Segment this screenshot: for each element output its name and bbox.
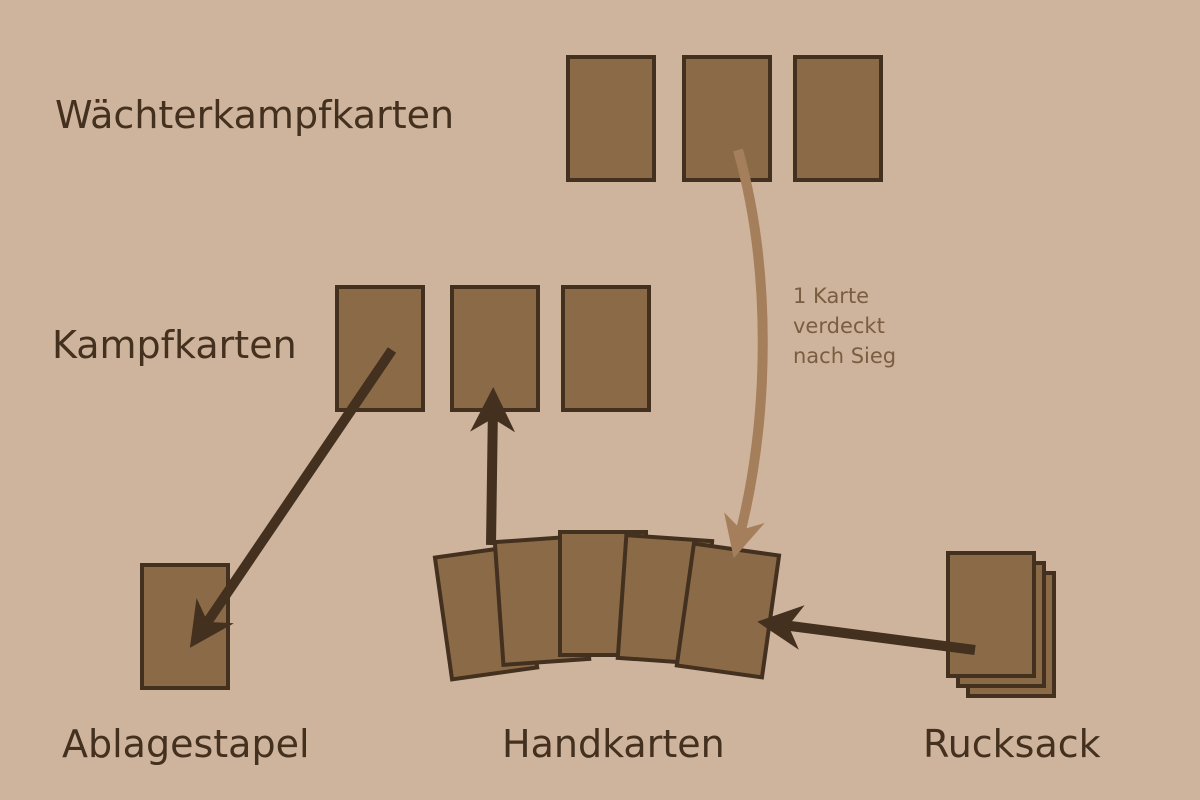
battle-cards-row bbox=[335, 285, 651, 412]
annotation-line-1: 1 Karte bbox=[793, 284, 869, 308]
discard-pile-card bbox=[140, 563, 230, 690]
hand-card bbox=[674, 541, 782, 680]
annotation-line-3: nach Sieg bbox=[793, 344, 896, 368]
battle-card bbox=[450, 285, 540, 412]
reward-annotation: 1 Karte verdeckt nach Sieg bbox=[793, 284, 896, 368]
annotation-line-2: verdeckt bbox=[793, 314, 885, 338]
hand-cards-label: Handkarten bbox=[502, 722, 725, 766]
discard-pile-label: Ablagestapel bbox=[62, 722, 310, 766]
guard-card bbox=[793, 55, 883, 182]
draw-from-backpack-arrow bbox=[757, 605, 976, 655]
backpack-stack bbox=[946, 551, 1056, 698]
battle-card bbox=[335, 285, 425, 412]
backpack-label: Rucksack bbox=[923, 722, 1101, 766]
play-card-arrow bbox=[470, 387, 516, 546]
guard-cards-label: Wächterkampfkarten bbox=[55, 93, 454, 137]
guard-cards-row bbox=[566, 55, 883, 182]
backpack-card bbox=[946, 551, 1036, 678]
battle-cards-label: Kampfkarten bbox=[52, 323, 297, 367]
to-discard-arrow bbox=[189, 347, 397, 648]
battle-card bbox=[561, 285, 651, 412]
guard-card bbox=[682, 55, 772, 182]
guard-card bbox=[566, 55, 656, 182]
reward-card-arrow bbox=[724, 148, 768, 559]
hand-cards-fan bbox=[432, 530, 782, 682]
